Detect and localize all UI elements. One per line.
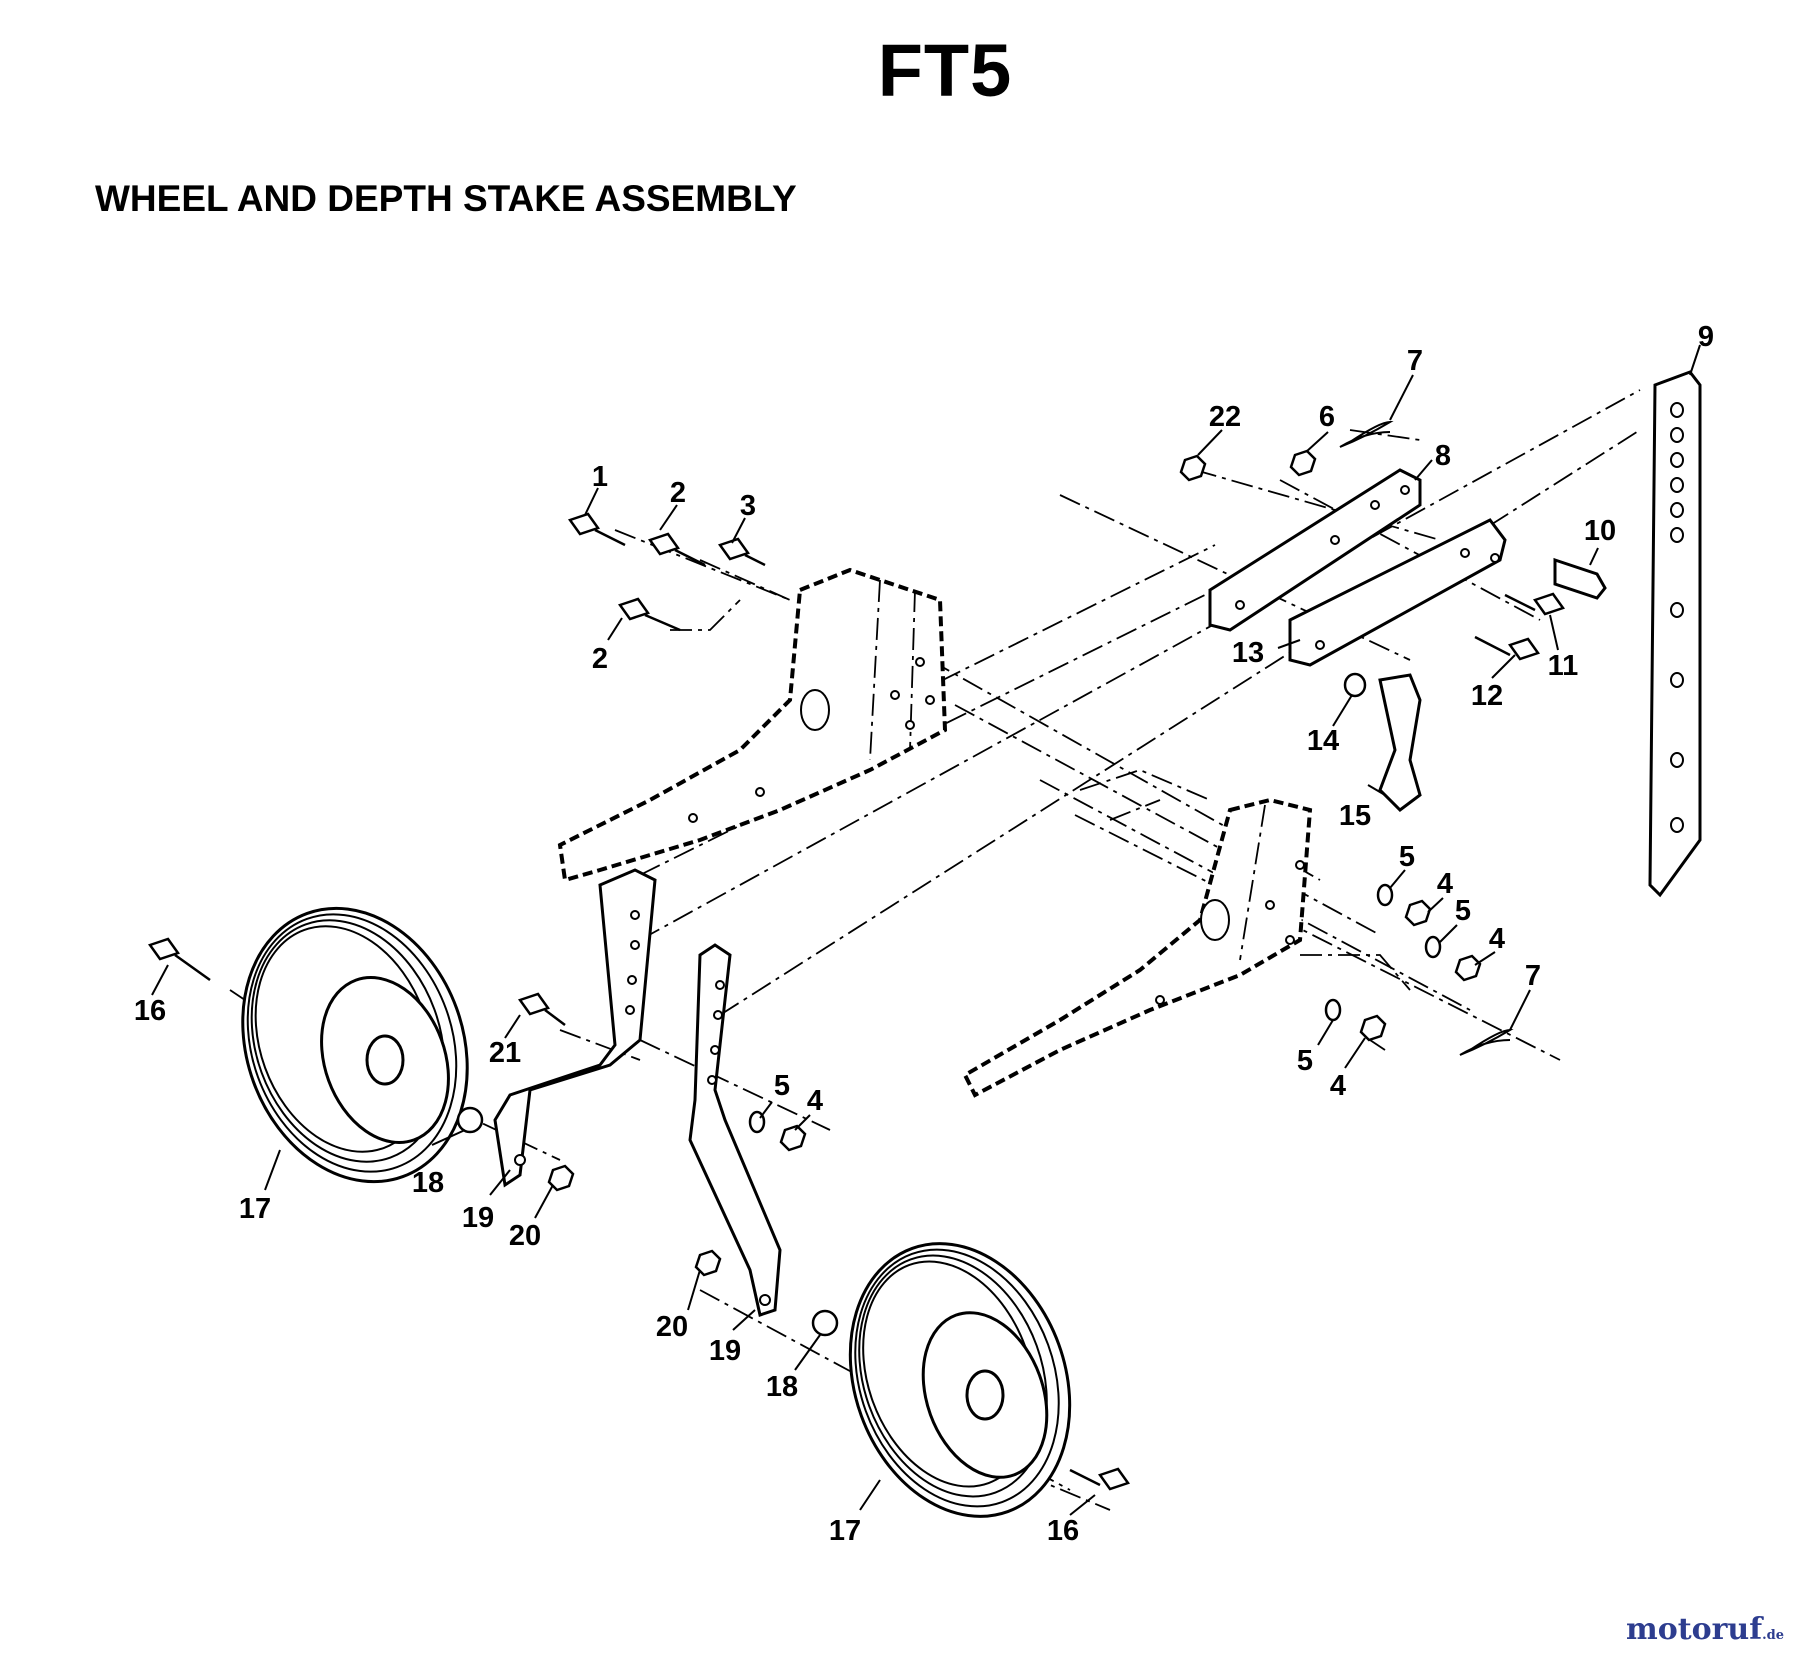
callout-20b: 20: [656, 1311, 688, 1343]
hardware: [147, 420, 1607, 1491]
callout-4b: 4: [1489, 923, 1505, 955]
callout-9: 9: [1698, 321, 1714, 353]
wheel-left: [241, 906, 469, 1184]
callout-3: 3: [740, 490, 756, 522]
callout-7b: 7: [1525, 960, 1541, 992]
callout-22: 22: [1209, 401, 1241, 433]
callout-19b: 19: [709, 1335, 741, 1367]
callout-2b: 2: [592, 643, 608, 675]
callout-2: 2: [670, 477, 686, 509]
callout-11: 11: [1548, 650, 1579, 682]
left-frame: [557, 567, 948, 883]
right-frame: [962, 797, 1313, 1098]
callout-18b: 18: [766, 1371, 798, 1403]
site-watermark: motoruf.de: [1626, 1612, 1784, 1647]
bracket-plates: [1208, 468, 1507, 667]
callout-4d: 4: [807, 1085, 823, 1117]
callout-12: 12: [1471, 680, 1503, 712]
callout-10: 10: [1584, 515, 1616, 547]
callout-19a: 19: [462, 1202, 494, 1234]
callout-20a: 20: [509, 1220, 541, 1252]
callout-15: 15: [1339, 800, 1371, 832]
part-callouts: 1 2 3 2 22 6 7 8 9 10 11 12 13 14 15 5 4…: [134, 321, 1714, 1547]
wheel-right: [848, 1242, 1072, 1518]
stake-lock-part: [1378, 673, 1422, 812]
leader-lines: [151, 344, 1701, 1516]
page-title: FT5: [877, 29, 1013, 112]
callout-6: 6: [1319, 401, 1335, 433]
callout-4a: 4: [1437, 868, 1453, 900]
callout-5d: 5: [774, 1070, 790, 1102]
callout-8: 8: [1435, 440, 1451, 472]
callout-16b: 16: [1047, 1515, 1079, 1547]
callout-7: 7: [1407, 345, 1423, 377]
callout-21: 21: [489, 1037, 521, 1069]
callout-13: 13: [1232, 637, 1264, 669]
callout-17a: 17: [239, 1193, 271, 1225]
watermark-brand: motoruf: [1625, 1612, 1763, 1647]
callout-5a: 5: [1399, 841, 1415, 873]
callout-1: 1: [592, 461, 608, 493]
callout-18a: 18: [412, 1167, 444, 1199]
watermark-tld: .de: [1762, 1628, 1784, 1643]
callout-16a: 16: [134, 995, 166, 1027]
callout-14: 14: [1307, 725, 1339, 757]
callout-5b: 5: [1455, 895, 1471, 927]
callout-17b: 17: [829, 1515, 861, 1547]
callout-5c: 5: [1297, 1045, 1313, 1077]
callout-4c: 4: [1330, 1070, 1346, 1102]
wheel-brackets: [493, 868, 782, 1317]
assembly-title: WHEEL AND DEPTH STAKE ASSEMBLY: [95, 178, 797, 219]
depth-stake: [1648, 370, 1702, 898]
